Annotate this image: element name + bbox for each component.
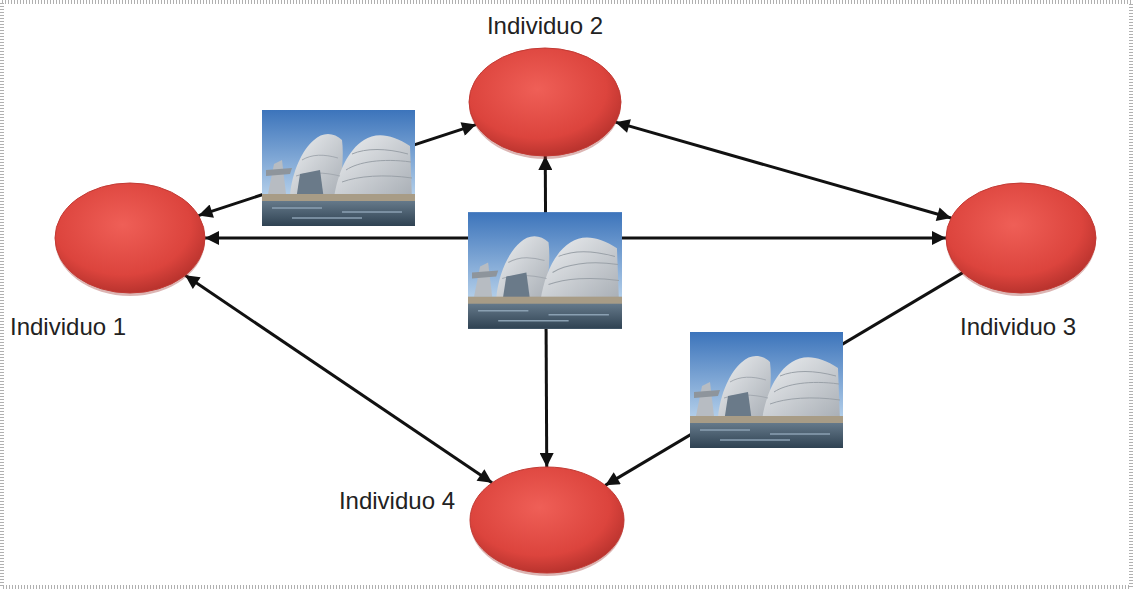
exchange-arrow [605, 273, 963, 486]
person-circle [469, 465, 625, 575]
circle-fill [470, 467, 624, 573]
circle-fill [469, 48, 621, 156]
person-label: Individuo 4 [339, 487, 455, 515]
circle-fill [55, 183, 205, 293]
circle-shadow [470, 468, 624, 576]
person-node: Individuo 1 [54, 181, 206, 295]
person-label: Individuo 2 [487, 12, 603, 40]
person-node: Individuo 2 [468, 46, 622, 158]
person-label: Individuo 1 [10, 313, 126, 341]
exchange-arrow [616, 122, 952, 218]
circle-shadow [469, 49, 621, 159]
museum-photo [690, 332, 843, 448]
circle-shadow [946, 184, 1096, 296]
person-node: Individuo 3 [945, 181, 1097, 295]
person-circle [468, 46, 622, 158]
museum-photo [468, 212, 622, 329]
person-circle [54, 181, 206, 295]
person-node: Individuo 4 [469, 465, 625, 575]
person-circle [945, 181, 1097, 295]
person-label: Individuo 3 [960, 313, 1076, 341]
museum-photo [262, 110, 415, 226]
exchange-arrow [185, 275, 492, 483]
circle-shadow [55, 184, 205, 296]
circle-fill [946, 183, 1096, 293]
